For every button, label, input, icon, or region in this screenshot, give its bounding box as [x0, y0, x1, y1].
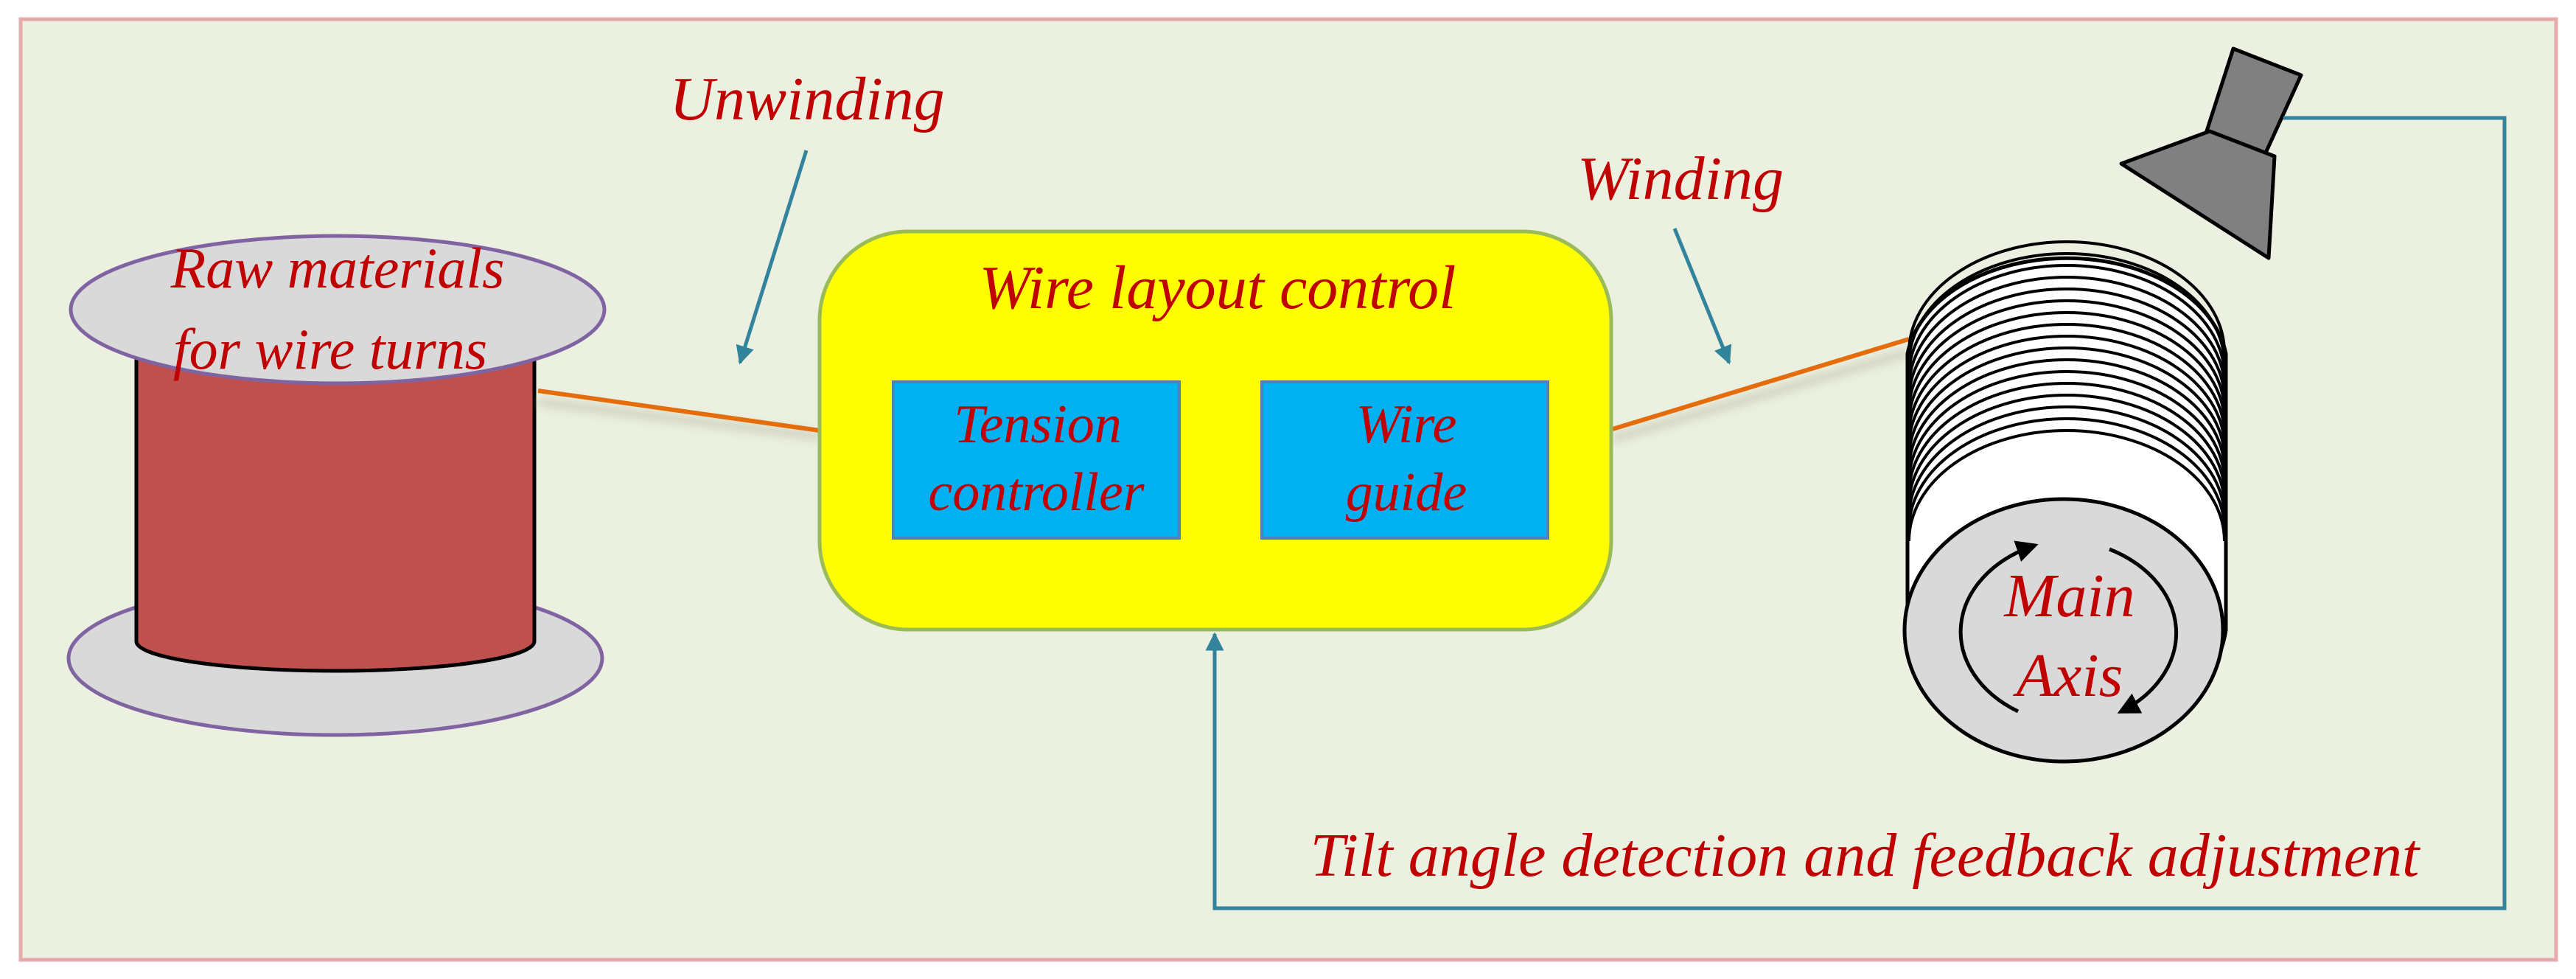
raw-materials-label-line2: for wire turns — [173, 317, 487, 381]
coil-wire-turn — [1907, 382, 2226, 495]
coil-wire-turn — [1907, 370, 2226, 483]
wire-guide-label-line1: Wire — [1355, 394, 1456, 455]
main-axis-label-line1: Main — [2003, 562, 2135, 630]
coil-wire-turn — [1907, 264, 2226, 377]
rotation-arrows-icon — [1958, 540, 2179, 714]
winding-label: Winding — [1577, 144, 1784, 213]
unwinding-pointer-arrow — [736, 150, 809, 365]
unwinding-wire-shadow — [537, 397, 820, 441]
raw-materials-label-line1: Raw materials — [170, 236, 505, 300]
coil-wire-turn — [1907, 240, 2226, 353]
wire-layout-control-title: Wire layout control — [979, 254, 1456, 322]
coil-wire-turn — [1907, 276, 2226, 389]
feedback-loop-line — [1205, 116, 2507, 910]
coil-wire-turn — [1907, 311, 2226, 424]
coil-wire-turn — [1907, 346, 2226, 459]
spool-top-flange — [69, 234, 607, 386]
coil-wire-turn — [1907, 394, 2226, 506]
coil-wire-turn — [1907, 417, 2226, 530]
tension-controller-box — [892, 380, 1181, 540]
coil-wire-turn — [1907, 323, 2226, 436]
coil-wire-turn — [1907, 299, 2226, 412]
tension-controller-label-line1: Tension — [954, 394, 1122, 455]
coil-wire-turn — [1907, 429, 2226, 542]
coil-wire-turn — [1907, 288, 2226, 400]
wire-guide-label-line2: guide — [1346, 462, 1467, 523]
main-axis-coil: Main Axis — [1902, 240, 2228, 764]
winding-wire — [1612, 337, 1910, 431]
feedback-label: Tilt angle detection and feedback adjust… — [1310, 821, 2421, 890]
camera-sensor-icon — [2119, 46, 2303, 260]
coil-wire-turn — [1907, 358, 2226, 471]
winding-wire-shadow — [1611, 348, 1910, 443]
raw-material-spool: Raw materials for wire turns — [66, 234, 607, 737]
winding-pointer-arrow — [1672, 228, 1732, 365]
unwinding-label: Unwinding — [669, 65, 944, 133]
coil-wire-turn — [1907, 335, 2226, 447]
wire-guide-box — [1260, 380, 1549, 540]
coil-wire-turns — [1907, 240, 2226, 542]
coil-wire-turn — [1907, 405, 2226, 518]
tension-controller-label-line2: controller — [928, 462, 1145, 523]
wire-layout-control: Wire layout control Tension controller W… — [817, 229, 1613, 632]
spool-body — [134, 353, 537, 673]
unwinding-wire — [537, 389, 820, 433]
main-axis-label-line2: Axis — [2013, 641, 2123, 710]
coil-wire-turn — [1907, 252, 2226, 365]
